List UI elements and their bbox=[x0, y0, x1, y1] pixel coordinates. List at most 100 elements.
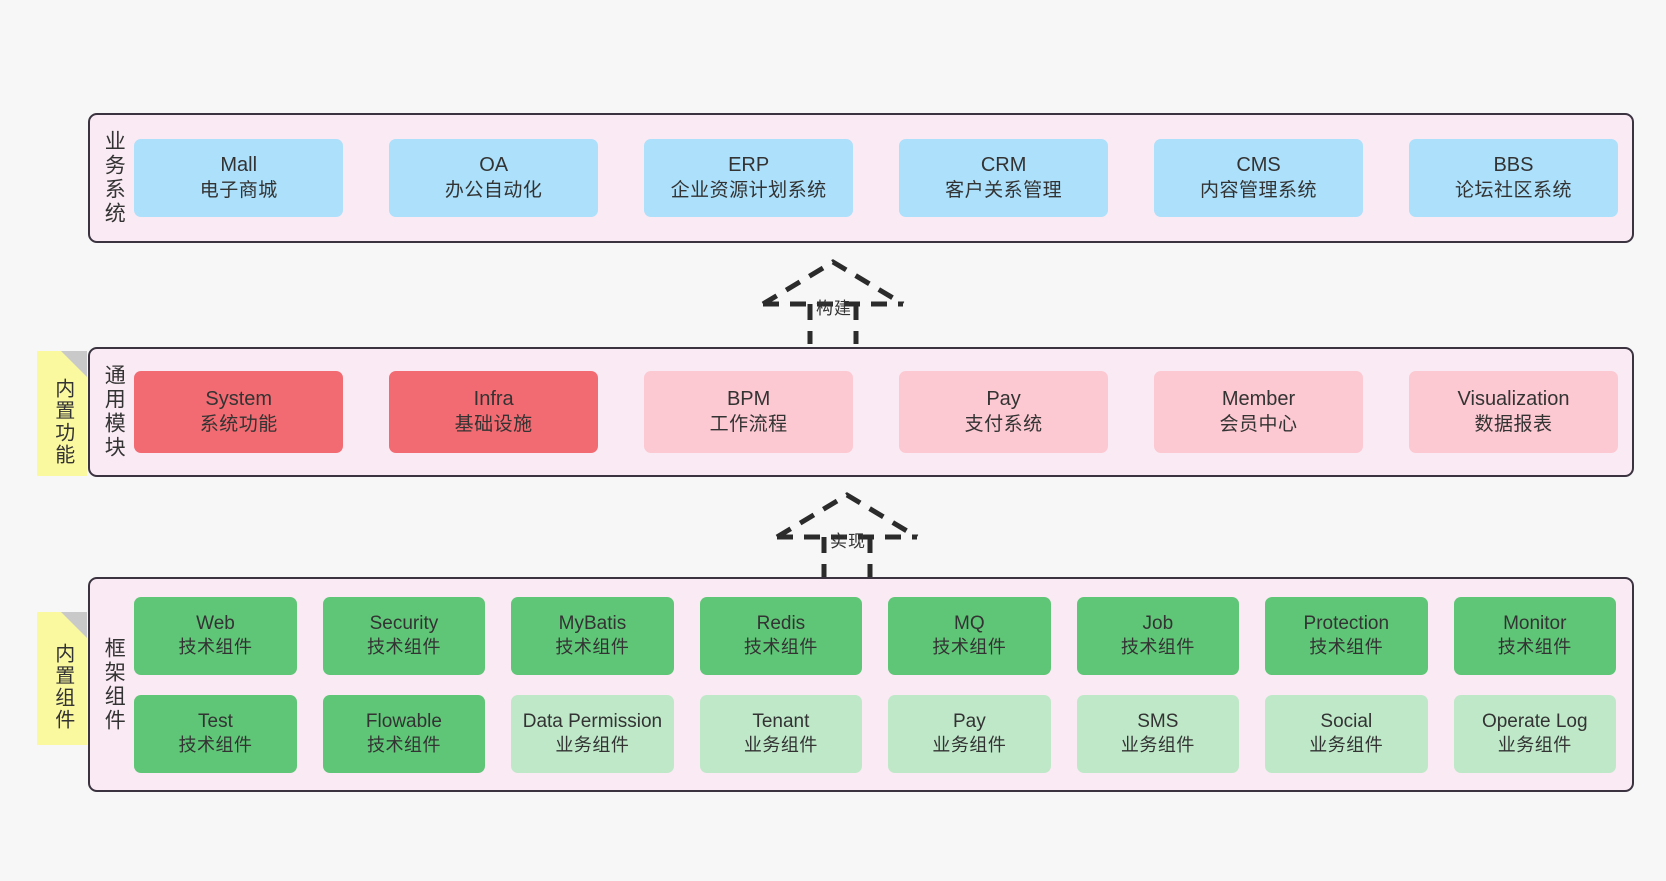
node-visualization[interactable]: Visualization 数据报表 bbox=[1409, 371, 1618, 453]
node-infra-title: Infra bbox=[473, 388, 514, 411]
node-infra[interactable]: Infra 基础设施 bbox=[389, 371, 599, 453]
node-cms-subtitle: 内容管理系统 bbox=[1200, 179, 1318, 201]
common-node-row: System 系统功能 Infra 基础设施 BPM 工作流程 Pay 支付系统… bbox=[134, 371, 1618, 453]
node-mybatis-title: MyBatis bbox=[558, 612, 627, 634]
node-security[interactable]: Security 技术组件 bbox=[322, 596, 486, 675]
node-crm[interactable]: CRM 客户关系管理 bbox=[899, 139, 1109, 217]
node-security-subtitle: 技术组件 bbox=[366, 637, 441, 658]
node-pay-module-subtitle: 支付系统 bbox=[964, 413, 1043, 435]
layer-business-systems: 业务系统 Mall 电子商城 OA 办公自动化 ERP 企业资源计划系统 CRM… bbox=[88, 113, 1634, 243]
node-protection-subtitle: 技术组件 bbox=[1309, 637, 1384, 658]
node-flowable-subtitle: 技术组件 bbox=[366, 735, 441, 756]
node-web[interactable]: Web 技术组件 bbox=[134, 596, 297, 675]
node-bpm-title: BPM bbox=[726, 388, 771, 411]
sticky-note-builtin-component-text: 内置组件 bbox=[51, 642, 74, 731]
layer-common-modules: 通用模块 System 系统功能 Infra 基础设施 BPM 工作流程 Pay… bbox=[88, 347, 1634, 477]
layer-body-common: System 系统功能 Infra 基础设施 BPM 工作流程 Pay 支付系统… bbox=[134, 349, 1632, 475]
node-web-title: Web bbox=[196, 612, 235, 634]
node-visualization-title: Visualization bbox=[1457, 388, 1570, 411]
node-test[interactable]: Test 技术组件 bbox=[134, 694, 297, 773]
node-pay-component-subtitle: 业务组件 bbox=[932, 735, 1007, 756]
arrow-implement-label: 实现 bbox=[830, 532, 866, 551]
node-monitor-subtitle: 技术组件 bbox=[1497, 637, 1572, 658]
node-pay-component-title: Pay bbox=[952, 710, 986, 732]
node-pay-module[interactable]: Pay 支付系统 bbox=[899, 371, 1109, 453]
layer-framework-components: 框架组件 Web 技术组件 Security 技术组件 MyBatis 技术组件… bbox=[88, 577, 1634, 792]
framework-node-row-1: Web 技术组件 Security 技术组件 MyBatis 技术组件 Redi… bbox=[134, 596, 1616, 675]
node-redis[interactable]: Redis 技术组件 bbox=[699, 596, 863, 675]
node-system[interactable]: System 系统功能 bbox=[134, 371, 344, 453]
node-erp[interactable]: ERP 企业资源计划系统 bbox=[644, 139, 854, 217]
arrow-build-icon bbox=[761, 259, 905, 344]
node-mall-subtitle: 电子商城 bbox=[199, 179, 278, 201]
sticky-note-builtin-function: 内置功能 bbox=[37, 351, 87, 476]
layer-label-business: 业务系统 bbox=[102, 130, 126, 226]
node-member-subtitle: 会员中心 bbox=[1219, 413, 1298, 435]
node-test-subtitle: 技术组件 bbox=[178, 735, 253, 756]
arrow-build-label: 构建 bbox=[816, 299, 852, 318]
node-bpm[interactable]: BPM 工作流程 bbox=[644, 371, 854, 453]
node-flowable-title: Flowable bbox=[365, 710, 442, 732]
node-oa-subtitle: 办公自动化 bbox=[444, 179, 543, 201]
node-security-title: Security bbox=[369, 612, 439, 634]
node-oa[interactable]: OA 办公自动化 bbox=[389, 139, 599, 217]
node-sms-subtitle: 业务组件 bbox=[1120, 735, 1195, 756]
node-crm-title: CRM bbox=[980, 154, 1027, 177]
node-oa-title: OA bbox=[479, 154, 509, 177]
node-mall[interactable]: Mall 电子商城 bbox=[134, 139, 344, 217]
node-cms-title: CMS bbox=[1236, 154, 1281, 177]
node-operate-log-subtitle: 业务组件 bbox=[1497, 735, 1572, 756]
sticky-note-builtin-function-text: 内置功能 bbox=[51, 377, 74, 466]
node-pay-component[interactable]: Pay 业务组件 bbox=[888, 694, 1051, 773]
node-monitor-title: Monitor bbox=[1503, 612, 1567, 634]
node-sms-title: SMS bbox=[1137, 710, 1179, 732]
node-monitor[interactable]: Monitor 技术组件 bbox=[1453, 596, 1616, 675]
note-fold-corner-icon bbox=[61, 612, 87, 638]
node-cms[interactable]: CMS 内容管理系统 bbox=[1154, 139, 1364, 217]
node-tenant-subtitle: 业务组件 bbox=[743, 735, 818, 756]
node-data-permission[interactable]: Data Permission 业务组件 bbox=[511, 694, 674, 773]
arrow-implement: 实现 bbox=[772, 489, 922, 577]
node-mq-title: MQ bbox=[954, 612, 985, 634]
sticky-note-builtin-component: 内置组件 bbox=[37, 612, 87, 745]
node-operate-log[interactable]: Operate Log 业务组件 bbox=[1453, 694, 1616, 773]
node-bbs[interactable]: BBS 论坛社区系统 bbox=[1409, 139, 1618, 217]
node-member[interactable]: Member 会员中心 bbox=[1154, 371, 1364, 453]
node-bpm-subtitle: 工作流程 bbox=[709, 413, 788, 435]
node-flowable[interactable]: Flowable 技术组件 bbox=[322, 694, 486, 773]
node-data-permission-subtitle: 业务组件 bbox=[555, 735, 630, 756]
node-infra-subtitle: 基础设施 bbox=[454, 413, 533, 435]
business-node-row: Mall 电子商城 OA 办公自动化 ERP 企业资源计划系统 CRM 客户关系… bbox=[134, 139, 1618, 217]
node-bbs-title: BBS bbox=[1493, 154, 1534, 177]
framework-node-row-2: Test 技术组件 Flowable 技术组件 Data Permission … bbox=[134, 694, 1616, 773]
node-mall-title: Mall bbox=[220, 154, 258, 177]
node-mq[interactable]: MQ 技术组件 bbox=[888, 596, 1051, 675]
node-job-title: Job bbox=[1142, 612, 1174, 634]
node-social-title: Social bbox=[1320, 710, 1373, 732]
layer-label-common: 通用模块 bbox=[102, 364, 126, 460]
layer-body-business: Mall 电子商城 OA 办公自动化 ERP 企业资源计划系统 CRM 客户关系… bbox=[134, 115, 1632, 241]
node-system-title: System bbox=[205, 388, 273, 411]
node-protection[interactable]: Protection 技术组件 bbox=[1265, 596, 1428, 675]
node-sms[interactable]: SMS 业务组件 bbox=[1076, 694, 1240, 773]
node-mq-subtitle: 技术组件 bbox=[932, 637, 1007, 658]
node-social[interactable]: Social 业务组件 bbox=[1265, 694, 1428, 773]
node-test-title: Test bbox=[198, 710, 233, 732]
node-erp-subtitle: 企业资源计划系统 bbox=[670, 179, 827, 201]
node-mybatis-subtitle: 技术组件 bbox=[555, 637, 630, 658]
node-redis-subtitle: 技术组件 bbox=[743, 637, 818, 658]
arrow-implement-icon bbox=[775, 492, 919, 577]
node-erp-title: ERP bbox=[728, 154, 770, 177]
node-redis-title: Redis bbox=[756, 612, 806, 634]
node-system-subtitle: 系统功能 bbox=[199, 413, 278, 435]
node-data-permission-title: Data Permission bbox=[522, 710, 663, 732]
node-social-subtitle: 业务组件 bbox=[1309, 735, 1384, 756]
note-fold-corner-icon bbox=[61, 351, 87, 377]
node-job[interactable]: Job 技术组件 bbox=[1076, 596, 1240, 675]
node-crm-subtitle: 客户关系管理 bbox=[945, 179, 1063, 201]
node-operate-log-title: Operate Log bbox=[1481, 710, 1588, 732]
node-job-subtitle: 技术组件 bbox=[1120, 637, 1195, 658]
node-mybatis[interactable]: MyBatis 技术组件 bbox=[511, 596, 674, 675]
node-tenant[interactable]: Tenant 业务组件 bbox=[699, 694, 863, 773]
